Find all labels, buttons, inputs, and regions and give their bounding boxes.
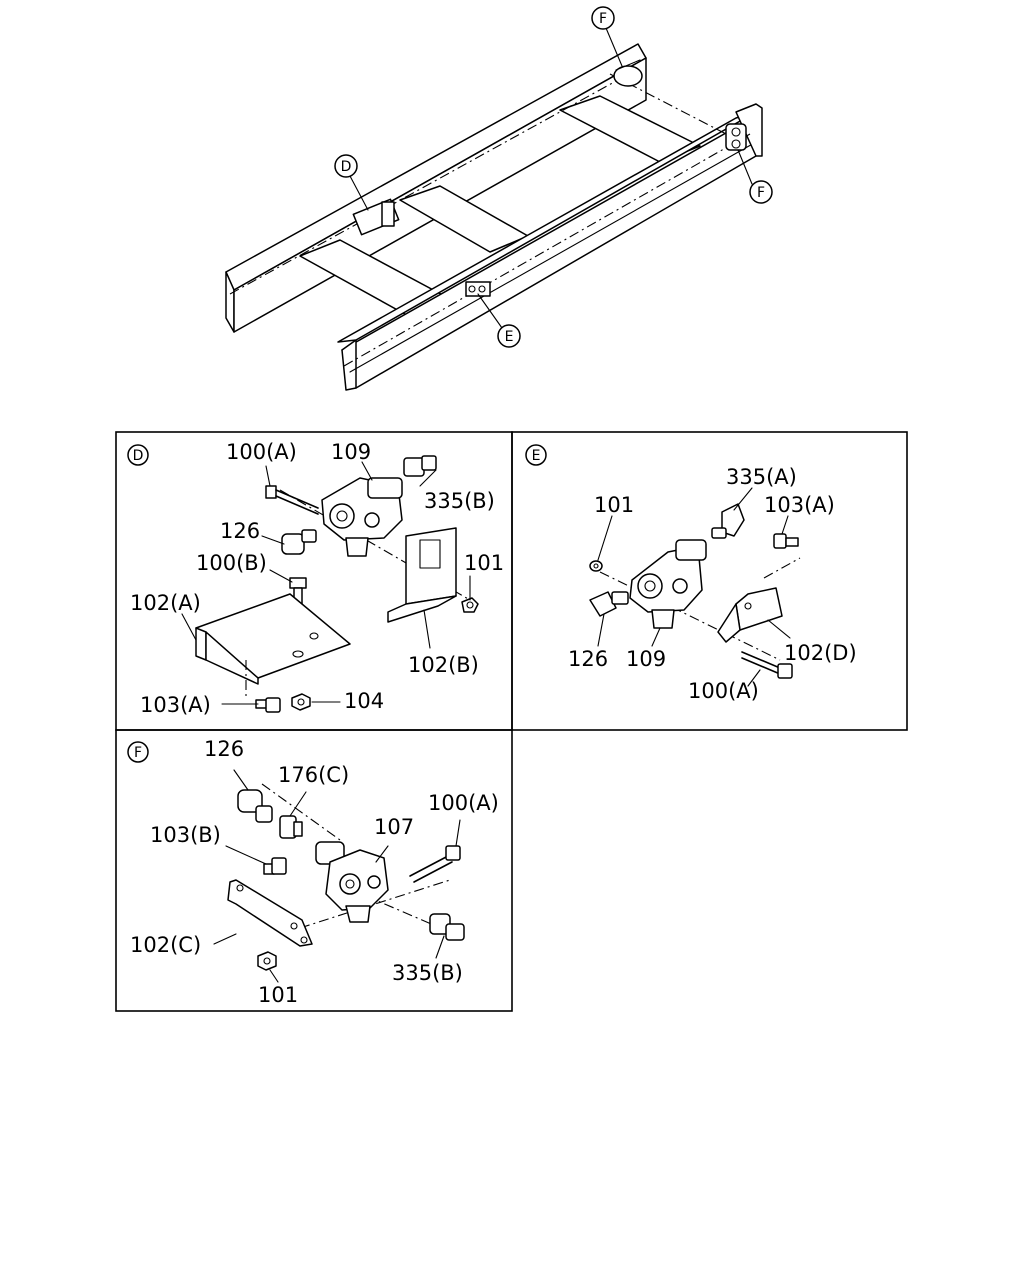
label-101-f: 101 (258, 983, 298, 1007)
cross-member-3 (559, 95, 701, 163)
bolt-103a-d (245, 660, 281, 713)
label-101-e: 101 (594, 493, 634, 517)
valve-107 (315, 841, 389, 923)
svg-text:E: E (505, 329, 514, 345)
panel-f-badge: F (127, 741, 149, 763)
connector-335b-f (429, 913, 465, 941)
label-126-d: 126 (220, 519, 260, 543)
panel-d-parts (181, 455, 479, 713)
right-rail-lower-line (349, 141, 757, 373)
adapter-176c (279, 815, 303, 839)
right-rail-end (341, 339, 357, 391)
panel-f-frame (115, 729, 513, 1012)
label-335b-f: 335(B) (392, 961, 463, 985)
svg-text:D: D (133, 448, 144, 464)
label-335b-d: 335(B) (424, 489, 495, 513)
callout-f-right[interactable]: F (737, 149, 773, 204)
label-103a-e: 103(A) (764, 493, 835, 517)
label-102b: 102(B) (408, 653, 479, 677)
callout-f-top[interactable]: F (591, 6, 623, 67)
callout-e[interactable]: E (477, 293, 521, 348)
label-126-f: 126 (204, 737, 244, 761)
elbow-126-d (281, 529, 317, 555)
panel-e-frame (511, 431, 908, 731)
label-100a-e: 100(A) (688, 679, 759, 703)
chassis-frame-overview (225, 43, 763, 391)
svg-text:F: F (599, 11, 607, 27)
valve-location-f-right (725, 123, 747, 151)
bolt-100a-d (265, 485, 319, 515)
label-109-d: 109 (331, 440, 371, 464)
valve-location-f-top (613, 59, 643, 87)
center-line-left (229, 69, 637, 295)
svg-text:E: E (532, 448, 541, 464)
bracket-102a (195, 593, 351, 685)
label-103a-d: 103(A) (140, 693, 211, 717)
label-100a-f: 100(A) (428, 791, 499, 815)
bracket-102b (387, 527, 457, 623)
valve-location-e (465, 281, 491, 297)
svg-text:F: F (134, 745, 142, 761)
bracket-102c (227, 879, 313, 947)
valve-location-d (352, 198, 400, 236)
panel-e-badge: E (525, 444, 547, 466)
bolt-103b (263, 857, 287, 875)
label-102a: 102(A) (130, 591, 201, 615)
label-102c: 102(C) (130, 933, 201, 957)
right-rail-web (341, 115, 757, 389)
valve-109-d (321, 477, 403, 557)
label-100a-d: 100(A) (226, 440, 297, 464)
panel-d-badge: D (127, 444, 149, 466)
svg-text:D: D (341, 159, 352, 175)
callout-d[interactable]: D (334, 154, 369, 211)
label-335a-e: 335(A) (726, 465, 797, 489)
nut-104 (291, 693, 311, 711)
label-101-d: 101 (464, 551, 504, 575)
nut-101-e (589, 560, 603, 572)
panel-f-parts (213, 769, 465, 983)
bolt-100a-f (409, 845, 461, 883)
elbow-126-e (589, 591, 629, 617)
panel-e-parts (589, 487, 801, 687)
label-109-e: 109 (626, 647, 666, 671)
center-line-right (343, 133, 751, 367)
label-100b-d: 100(B) (196, 551, 267, 575)
rear-end-plate (735, 103, 763, 157)
label-107: 107 (374, 815, 414, 839)
label-176c: 176(C) (278, 763, 349, 787)
valve-109-e (629, 539, 707, 629)
label-103b: 103(B) (150, 823, 221, 847)
connector-335a-e (711, 503, 745, 539)
nut-101-f (257, 951, 277, 971)
bolt-103a-e (773, 533, 799, 549)
bolt-100a-e (741, 651, 793, 679)
label-126-e: 126 (568, 647, 608, 671)
connector-335b-d (403, 455, 437, 477)
label-102d: 102(D) (784, 641, 857, 665)
label-104: 104 (344, 689, 384, 713)
bracket-102d (717, 587, 783, 643)
elbow-126-f (237, 789, 273, 823)
svg-text:F: F (757, 185, 765, 201)
